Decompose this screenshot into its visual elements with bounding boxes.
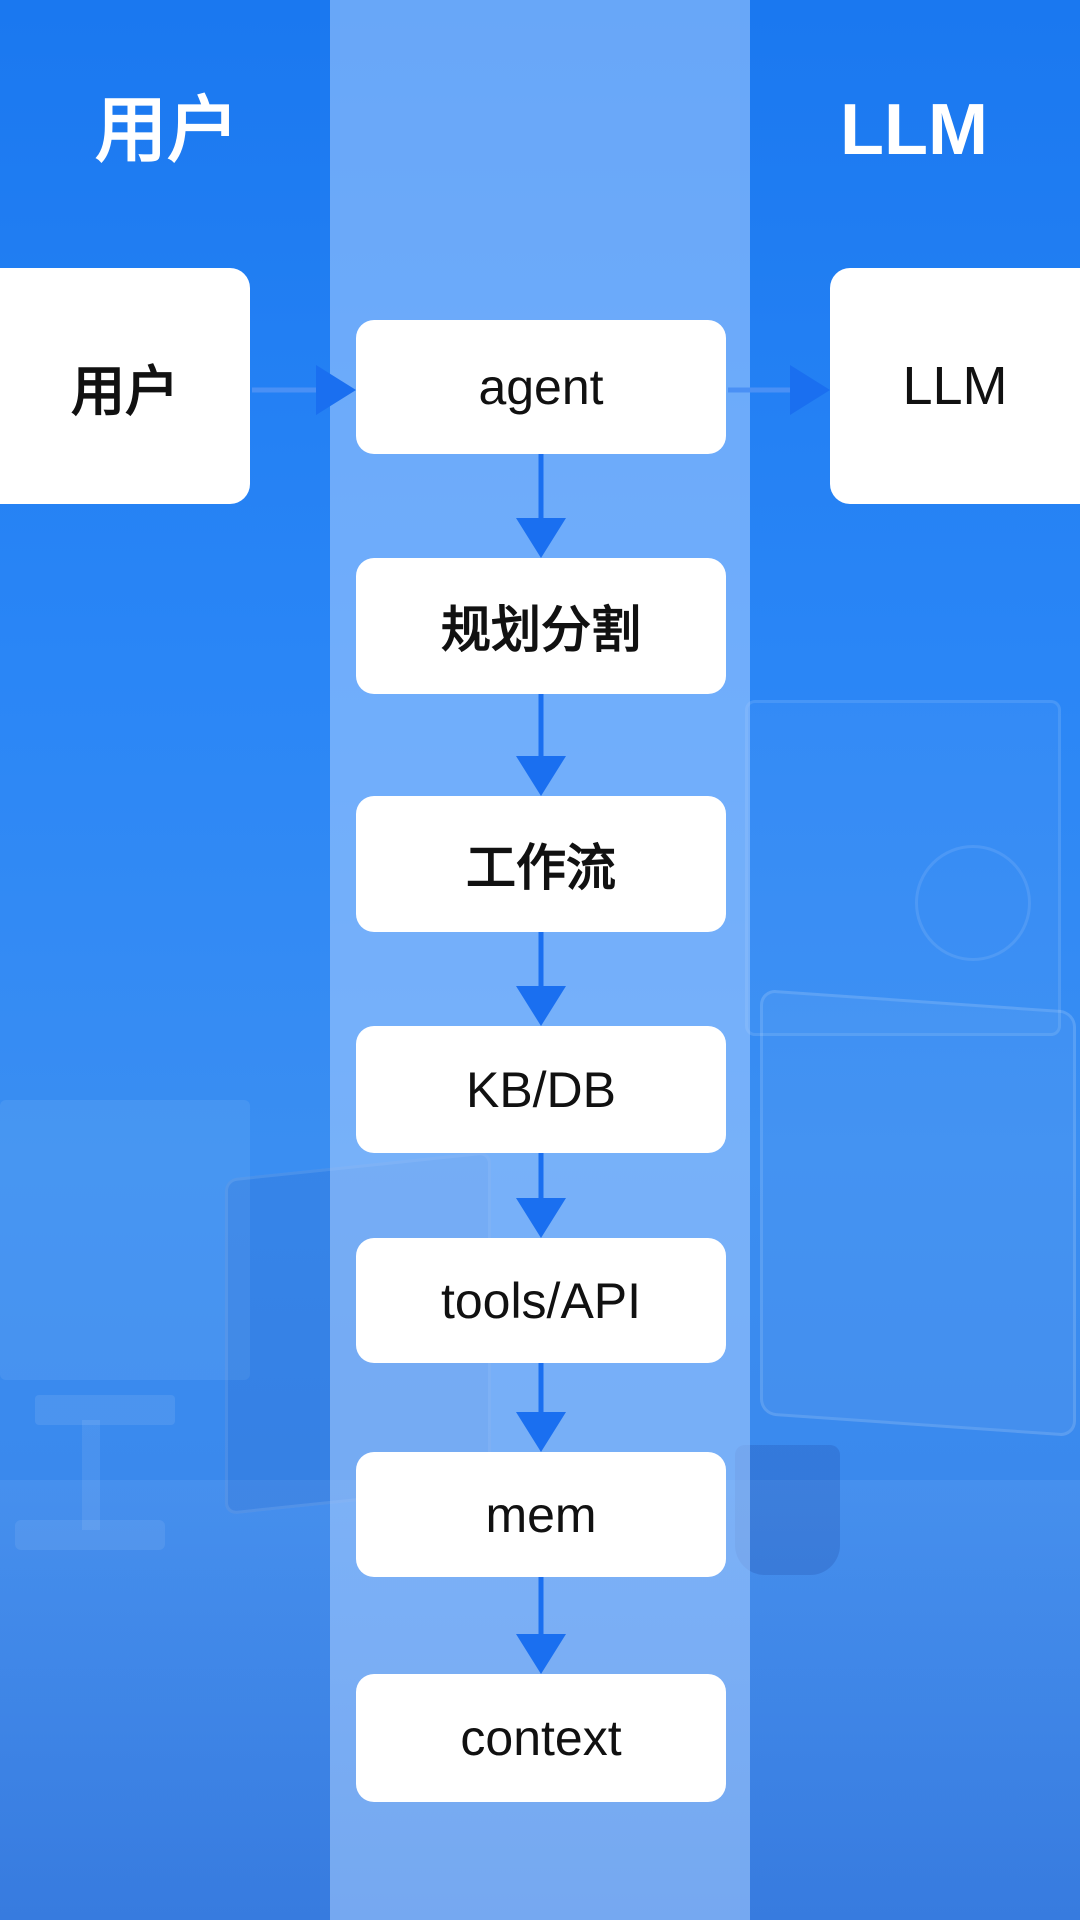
node-workflow: 工作流 <box>356 796 726 932</box>
background-laptop-right <box>760 988 1076 1438</box>
heading-user: 用户 <box>95 88 240 172</box>
background-lamp-head <box>35 1395 175 1425</box>
background-lamp-stem <box>82 1420 100 1530</box>
node-planning: 规划分割 <box>356 558 726 694</box>
background-cup <box>735 1445 840 1575</box>
background-lamp-base <box>15 1520 165 1550</box>
node-agent: agent <box>356 320 726 454</box>
node-context: context <box>356 1674 726 1802</box>
node-tools-api: tools/API <box>356 1238 726 1363</box>
background-monitor-emblem <box>915 845 1031 961</box>
node-llm: LLM <box>830 268 1080 504</box>
node-user: 用户 <box>0 268 250 504</box>
heading-llm: LLM <box>840 90 988 170</box>
background-box <box>0 1100 250 1380</box>
agent-column <box>330 0 750 1920</box>
node-mem: mem <box>356 1452 726 1577</box>
node-kb-db: KB/DB <box>356 1026 726 1153</box>
